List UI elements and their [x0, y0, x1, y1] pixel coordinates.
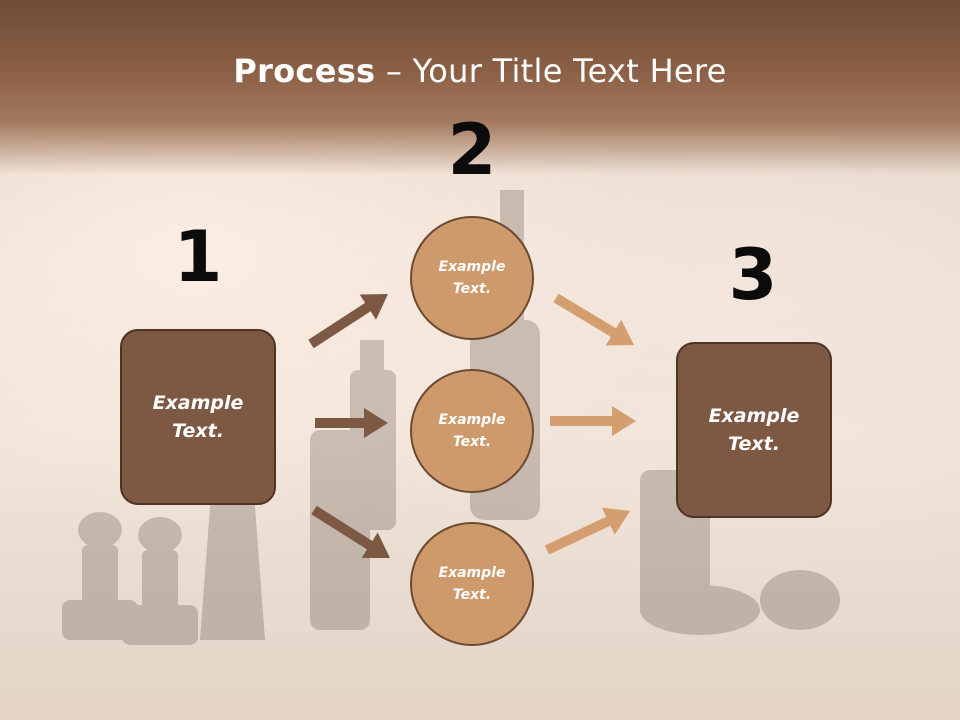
- circle-middle-text: Example Text.: [438, 411, 506, 450]
- step-1-box[interactable]: Example Text.: [120, 329, 276, 505]
- step-number-2: 2: [447, 109, 497, 191]
- slide-title: Process – Your Title Text Here: [0, 52, 960, 90]
- title-banner: [0, 0, 960, 175]
- title-rest: – Your Title Text Here: [375, 52, 727, 90]
- step-2-circle-middle[interactable]: Example Text.: [410, 369, 534, 493]
- title-bold: Process: [233, 52, 376, 90]
- step-2-circle-bottom[interactable]: Example Text.: [410, 522, 534, 646]
- circle-bottom-text: Example Text.: [438, 564, 506, 603]
- arrow-to-middle-circle: [315, 408, 388, 438]
- step-2-circle-top[interactable]: Example Text.: [410, 216, 534, 340]
- arrow-from-top-circle: [553, 293, 634, 346]
- arrow-from-bottom-circle: [544, 507, 630, 555]
- step-3-text: Example Text.: [708, 404, 800, 456]
- step-number-1: 1: [173, 216, 223, 298]
- arrow-to-bottom-circle: [311, 505, 390, 558]
- step-1-text: Example Text.: [152, 391, 244, 443]
- step-number-3: 3: [728, 234, 778, 316]
- step-3-box[interactable]: Example Text.: [676, 342, 832, 518]
- circle-top-text: Example Text.: [438, 258, 506, 297]
- arrow-to-top-circle: [308, 294, 388, 349]
- arrow-from-middle-circle: [550, 406, 636, 436]
